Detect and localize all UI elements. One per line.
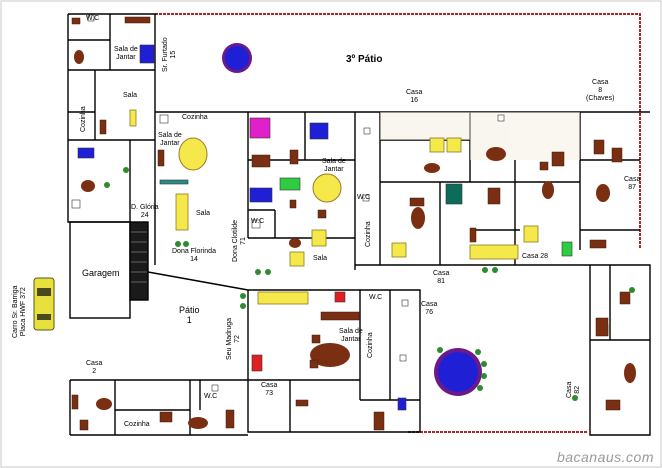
cozinha-label-1: Cozinha bbox=[80, 106, 87, 132]
cozinha-label-4: Cozinha bbox=[367, 332, 374, 358]
sala-label-3: Sala bbox=[313, 255, 328, 262]
casa-87-label: Casa 87 bbox=[624, 176, 641, 191]
car-sr-barriga bbox=[33, 277, 55, 331]
casa-16-label: Casa 16 bbox=[406, 89, 423, 104]
sala-label-1: Sala bbox=[123, 92, 138, 99]
pool-top bbox=[222, 43, 252, 73]
patio-3-label: 3º Pátio bbox=[346, 54, 383, 65]
sala-label-2: Sala bbox=[196, 210, 211, 217]
sr-furtado-label: Sr. Furtado 15 bbox=[162, 37, 177, 72]
wc-label-3: W.C bbox=[251, 218, 265, 225]
wc-label-5: W.C bbox=[204, 393, 218, 400]
wc-top-label: W.C bbox=[86, 15, 100, 22]
cozinha-label-2: Cozinha bbox=[182, 114, 208, 121]
building-walls bbox=[67, 13, 651, 436]
sala-de-jantar-label-4: Sala de Jantar bbox=[339, 328, 363, 343]
watermark: bacanaus.com bbox=[556, 449, 654, 465]
dona-florinda-label: Dona Florinda 14 bbox=[172, 248, 216, 263]
sala-de-jantar-label-3: Sala de Jantar bbox=[322, 158, 346, 173]
sofas bbox=[129, 109, 609, 336]
seu-madruga-label: Seu Madruga 72 bbox=[226, 317, 241, 360]
casa-28-label: Casa 28 bbox=[522, 253, 549, 260]
carro-label: Carro Sr. Barriga Placa HWF 372 bbox=[12, 285, 27, 338]
patio-3-wall bbox=[155, 13, 641, 433]
sala-de-jantar-label-2: Sala de Jantar bbox=[158, 132, 182, 147]
floor-tint bbox=[380, 112, 580, 160]
casa-81-label: Casa 81 bbox=[433, 270, 450, 285]
garagem-label: Garagem bbox=[82, 268, 120, 278]
casa-76-label: Casa 76 bbox=[421, 301, 438, 316]
beds bbox=[77, 44, 573, 411]
dona-clotilde-label: Dona Clotilde 71 bbox=[232, 219, 247, 262]
sala-de-jantar-label-1: Sala de Jantar bbox=[114, 46, 138, 61]
tables bbox=[74, 50, 636, 429]
d-gloria-label: D. Glória 24 bbox=[131, 204, 159, 219]
furniture bbox=[71, 16, 631, 431]
casa-8-chaves-label: Casa 8 (Chaves) bbox=[586, 79, 615, 102]
patio-1-label: Pátio 1 bbox=[179, 305, 200, 325]
plants bbox=[104, 167, 635, 401]
wc-label-4: W.C bbox=[369, 294, 383, 301]
casa-2-label: Casa 2 bbox=[86, 360, 103, 375]
casa-82-label: Casa 82 bbox=[566, 381, 581, 398]
wc-label-2: W.C bbox=[357, 194, 371, 201]
toilets bbox=[71, 14, 505, 392]
pool-bottom bbox=[434, 347, 487, 396]
cozinha-label-5: Cozinha bbox=[124, 421, 150, 428]
casa-73-label: Casa 73 bbox=[261, 382, 278, 397]
cozinha-label-3: Cozinha bbox=[365, 221, 372, 247]
